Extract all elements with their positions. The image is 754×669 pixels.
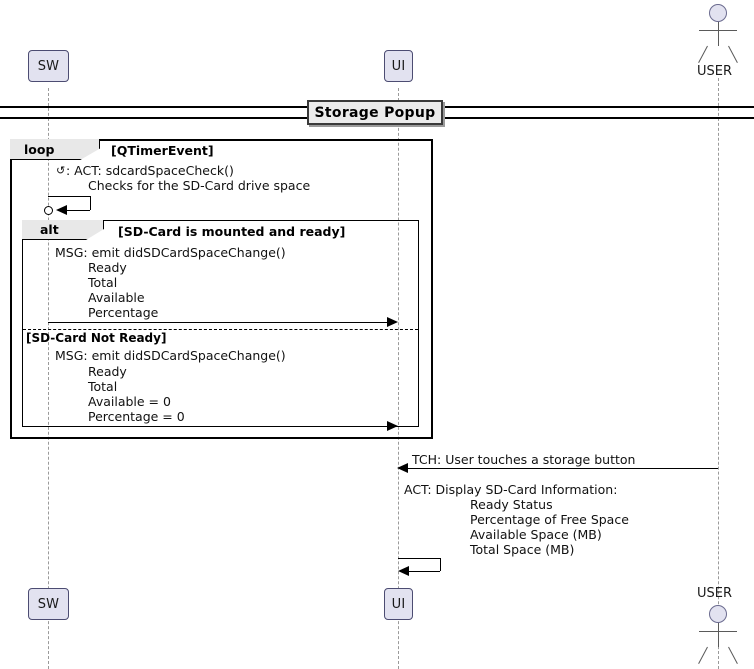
actor-arms-bottom-icon bbox=[699, 631, 737, 632]
message-self-right-segment bbox=[90, 196, 91, 210]
actor-head-bottom-icon bbox=[709, 605, 727, 623]
participant-ui-bottom-label: UI bbox=[391, 596, 406, 612]
message-self-head: : ACT: sdcardSpaceCheck() bbox=[66, 163, 234, 178]
actor-leg-left-icon bbox=[698, 45, 708, 64]
participant-sw-bottom[interactable]: SW bbox=[28, 588, 69, 620]
message-emit-ready-line-3: Percentage bbox=[88, 305, 159, 320]
divider-rail-right-lower bbox=[443, 117, 754, 119]
actor-leg-left-bottom-icon bbox=[698, 646, 708, 665]
message-emit-not-ready-head: MSG: emit didSDCardSpaceChange() bbox=[55, 348, 286, 363]
message-display-line-0: Ready Status bbox=[470, 497, 553, 512]
loop-back-icon: ↺ bbox=[56, 164, 66, 177]
message-display-line-2: Available Space (MB) bbox=[470, 527, 602, 542]
message-self-bottom-segment bbox=[62, 210, 90, 211]
message-display-arrowhead bbox=[398, 566, 409, 576]
actor-user-bottom-label: USER bbox=[697, 586, 733, 601]
actor-leg-right-icon bbox=[728, 45, 738, 64]
message-display-bottom-segment bbox=[409, 571, 440, 572]
fragment-loop-keyword: loop bbox=[24, 141, 55, 157]
actor-torso-icon bbox=[717, 22, 719, 46]
message-emit-not-ready-line-3: Percentage = 0 bbox=[88, 409, 185, 424]
message-emit-ready-line-2: Available bbox=[88, 290, 145, 305]
participant-sw-bottom-label: SW bbox=[37, 596, 60, 612]
fragment-loop-condition: [QTimerEvent] bbox=[111, 143, 214, 158]
message-display-head: ACT: Display SD-Card Information: bbox=[404, 482, 618, 497]
actor-torso-bottom-icon bbox=[717, 623, 719, 647]
fragment-loop bbox=[10, 139, 433, 439]
message-user-touch-arrowhead bbox=[397, 463, 408, 473]
actor-user-top-label: USER bbox=[697, 64, 733, 79]
actor-arms-icon bbox=[699, 30, 737, 31]
message-emit-not-ready-line-2: Available = 0 bbox=[88, 394, 171, 409]
message-emit-ready-arrowhead bbox=[387, 317, 398, 327]
fragment-alt-keyword: alt bbox=[40, 222, 59, 237]
message-user-touch-label: TCH: User touches a storage button bbox=[412, 452, 636, 467]
participant-ui-top-label: UI bbox=[391, 58, 406, 74]
message-emit-ready-line-1: Total bbox=[88, 275, 118, 290]
message-self-detail: Checks for the SD-Card drive space bbox=[88, 178, 311, 193]
message-display-top-segment bbox=[398, 558, 440, 559]
message-emit-not-ready-line-0: Ready bbox=[88, 364, 127, 379]
message-emit-not-ready-line bbox=[48, 426, 388, 427]
fragment-alt-else-separator bbox=[23, 329, 418, 330]
divider-rail-right-upper bbox=[443, 106, 754, 108]
participant-ui-top[interactable]: UI bbox=[384, 50, 413, 82]
participant-ui-bottom[interactable]: UI bbox=[384, 588, 413, 620]
divider-label-box: Storage Popup bbox=[307, 100, 443, 125]
actor-leg-right-bottom-icon bbox=[728, 646, 738, 665]
divider-label: Storage Popup bbox=[314, 104, 436, 121]
lifeline-ui bbox=[398, 88, 399, 669]
fragment-alt-else-condition: [SD-Card Not Ready] bbox=[26, 331, 167, 345]
divider-rail-left-lower bbox=[0, 117, 308, 119]
message-display-line-1: Percentage of Free Space bbox=[470, 512, 629, 527]
message-display-right-segment bbox=[440, 558, 441, 571]
lifeline-user bbox=[718, 78, 719, 669]
participant-sw-top[interactable]: SW bbox=[28, 50, 69, 82]
message-self-arrowhead bbox=[56, 205, 67, 215]
message-user-touch-line bbox=[408, 468, 718, 469]
message-self-circle-endpoint bbox=[44, 205, 53, 215]
divider-rail-left-upper bbox=[0, 106, 308, 108]
fragment-alt-condition: [SD-Card is mounted and ready] bbox=[118, 224, 346, 239]
message-display-line-3: Total Space (MB) bbox=[470, 542, 575, 557]
message-emit-ready-line-0: Ready bbox=[88, 260, 127, 275]
message-emit-ready-head: MSG: emit didSDCardSpaceChange() bbox=[55, 245, 286, 260]
participant-sw-top-label: SW bbox=[37, 58, 60, 74]
message-emit-ready-line bbox=[48, 322, 388, 323]
message-self-top-segment bbox=[48, 196, 90, 197]
message-emit-not-ready-line-1: Total bbox=[88, 379, 118, 394]
actor-head-icon bbox=[709, 4, 727, 22]
lifeline-sw bbox=[48, 88, 49, 669]
message-emit-not-ready-arrowhead bbox=[387, 421, 398, 431]
